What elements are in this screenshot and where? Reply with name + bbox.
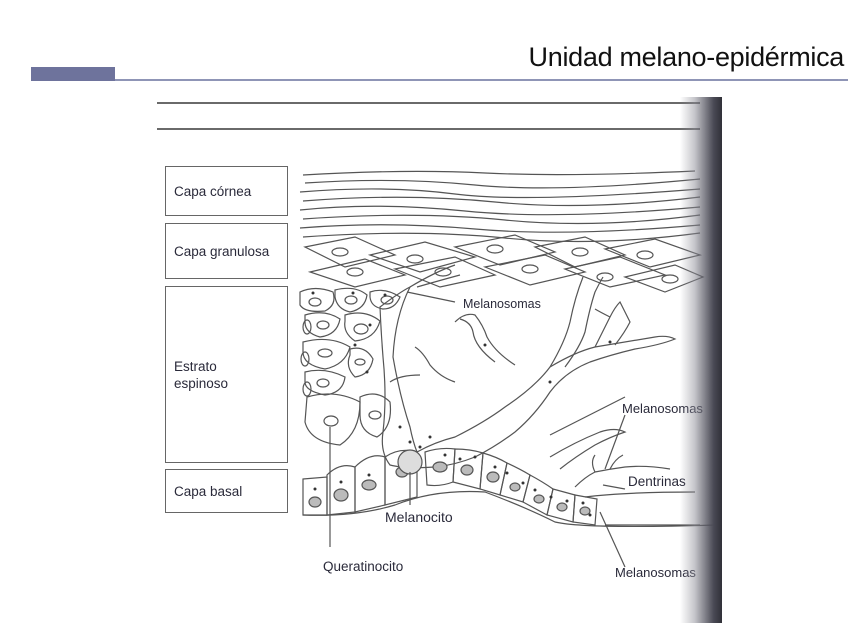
epidermis-diagram: Capa córnea Capa granulosa Estrato espin…: [155, 97, 722, 623]
label-queratinocito: Queratinocito: [323, 559, 404, 574]
title-underline: [115, 79, 848, 81]
layer-capa-basal: Capa basal: [165, 469, 288, 513]
label-melanosomas-top: Melanosomas: [463, 297, 541, 311]
layer-estrato-espinoso: Estrato espinoso: [165, 286, 288, 463]
page-fold-shadow: [680, 97, 722, 623]
label-melanocito: Melanocito: [385, 509, 453, 525]
layer-label: Capa basal: [174, 483, 243, 499]
layer-capa-cornea: Capa córnea: [165, 166, 288, 216]
title-accent-bar: [31, 67, 115, 81]
layer-capa-granulosa: Capa granulosa: [165, 223, 288, 279]
label-melanosomas-bottom: Melanosomas: [615, 565, 696, 580]
slide-title: Unidad melano-epidérmica: [528, 42, 845, 72]
layer-label: Capa córnea: [174, 183, 252, 199]
label-dentrinas: Dentrinas: [628, 474, 686, 489]
layer-label: Estrato espinoso: [174, 358, 229, 391]
layer-label: Capa granulosa: [174, 243, 270, 259]
